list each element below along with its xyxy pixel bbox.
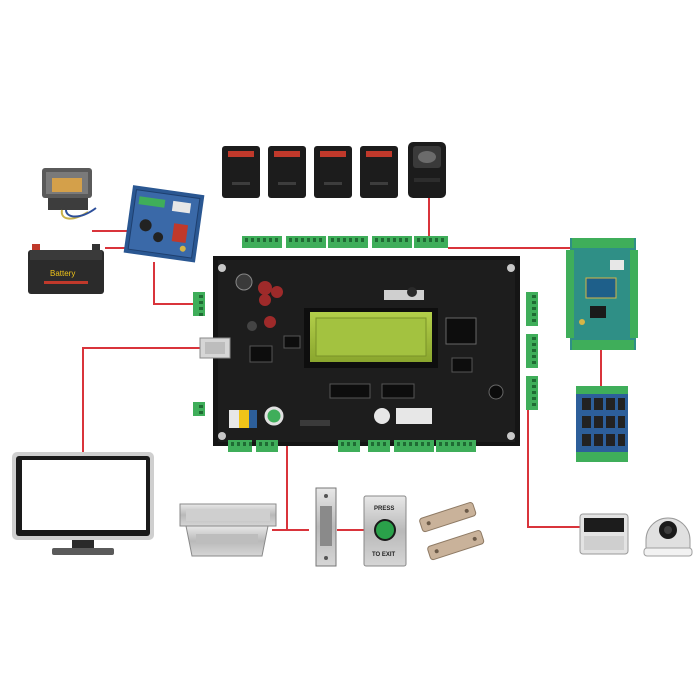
electric-strike-icon <box>315 487 337 567</box>
door-contact-icon <box>419 502 485 561</box>
transformer-icon <box>42 168 97 220</box>
wire-powerboard-controller <box>153 262 193 305</box>
battery-icon: Battery <box>28 244 104 294</box>
exit-sign-bottom-label: TO EXIT <box>372 552 396 558</box>
terminal-block <box>256 440 278 452</box>
terminal-block <box>372 236 412 248</box>
terminal-block <box>368 440 390 452</box>
terminal-blocks <box>193 236 538 452</box>
terminal-block <box>526 376 538 410</box>
wiring <box>82 198 602 531</box>
terminal-block <box>526 292 538 326</box>
terminal-block <box>193 402 205 416</box>
power-board-icon <box>123 185 205 263</box>
exit-sign-top-label: PRESS <box>374 506 394 512</box>
terminal-block <box>436 440 476 452</box>
card-reader-icon <box>314 146 352 198</box>
terminal-block <box>328 236 368 248</box>
wire-monitor-controller <box>82 347 202 452</box>
terminal-block <box>414 236 448 248</box>
card-reader-icon <box>222 146 260 198</box>
magnetic-lock-icon <box>179 503 277 557</box>
dome-camera-icon <box>643 517 693 557</box>
controller-board-icon <box>199 256 520 446</box>
keypad-icon <box>579 513 629 555</box>
wire-controller-keypad <box>527 408 580 528</box>
terminal-block <box>338 440 360 452</box>
expansion-board-icon <box>566 238 638 350</box>
terminal-block <box>228 440 252 452</box>
terminal-block <box>526 334 538 368</box>
fingerprint-reader-icon <box>408 142 446 198</box>
terminal-block <box>286 236 326 248</box>
monitor-icon <box>12 452 154 555</box>
terminal-block <box>193 292 205 316</box>
card-reader-icon <box>360 146 398 198</box>
relay-board-icon <box>576 386 628 462</box>
terminal-block <box>394 440 434 452</box>
terminal-block <box>242 236 282 248</box>
battery-label: Battery <box>50 269 75 278</box>
card-readers <box>222 146 398 198</box>
card-reader-icon <box>268 146 306 198</box>
exit-button-icon: PRESS TO EXIT <box>363 495 407 567</box>
